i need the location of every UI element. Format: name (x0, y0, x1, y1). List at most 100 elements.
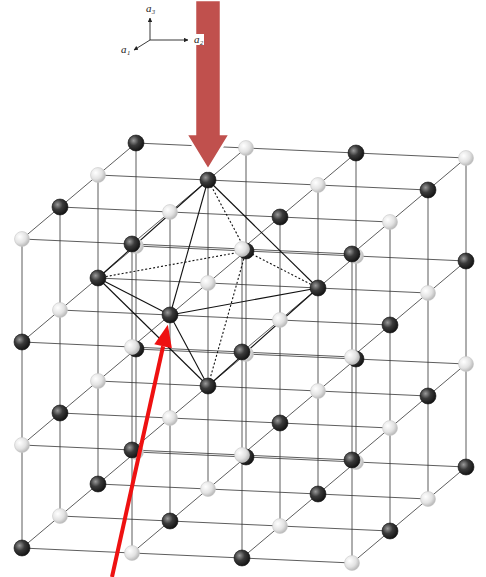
lattice-line (60, 207, 61, 516)
octahedron-edge (98, 251, 246, 278)
dark-ion (458, 253, 474, 269)
lattice-line (22, 239, 352, 254)
lattice-line (22, 548, 352, 563)
light-ion (201, 276, 216, 291)
octahedron-edge (246, 251, 318, 288)
light-ion (383, 421, 398, 436)
lattice-line (22, 349, 136, 445)
light-ion (125, 340, 140, 355)
light-ion (91, 374, 106, 389)
dark-ion (234, 550, 250, 566)
dark-ion (90, 270, 106, 286)
lattice-line (60, 516, 390, 531)
dark-ion (14, 334, 30, 350)
lattice-line (390, 222, 391, 531)
light-ion (311, 178, 326, 193)
dark-ion (344, 452, 360, 468)
light-ion (421, 286, 436, 301)
light-ion (235, 448, 250, 463)
dark-ion (310, 486, 326, 502)
lattice-line (246, 148, 247, 457)
dark-ion (272, 209, 288, 225)
octahedron-edge (208, 180, 246, 251)
lattice-line (132, 251, 246, 347)
axis-label: a₂ (193, 34, 204, 45)
lattice-line (22, 143, 136, 239)
lattice-line (466, 158, 467, 467)
octahedron-edge (208, 251, 246, 386)
light-ion (235, 242, 250, 257)
lattice-line (98, 484, 428, 499)
dark-ion (14, 540, 30, 556)
lattice-line (352, 254, 353, 563)
lattice-line (22, 452, 136, 548)
dark-ion (162, 307, 178, 323)
light-ion (15, 438, 30, 453)
light-ion (311, 384, 326, 399)
dark-ion (234, 344, 250, 360)
dark-ion (128, 135, 144, 151)
light-ion (201, 482, 216, 497)
light-ion (163, 205, 178, 220)
lattice-line (136, 143, 466, 158)
light-ion (53, 303, 68, 318)
octahedron-edge (170, 180, 208, 315)
axis-arrow (150, 40, 188, 41)
lattice-line (352, 158, 466, 254)
light-ion (421, 492, 436, 507)
pointer-arrow (186, 0, 230, 170)
lattice-line (136, 452, 466, 467)
dark-ion (200, 172, 216, 188)
lattice-line (352, 467, 466, 563)
lattice-line (170, 212, 171, 521)
octahedron-edge (208, 288, 318, 386)
octahedron-edge (98, 180, 208, 278)
dark-ion (420, 388, 436, 404)
dark-ion (90, 476, 106, 492)
lattice-line (242, 249, 243, 558)
light-ion (345, 350, 360, 365)
octahedron-edge (170, 288, 318, 315)
axis-arrow (134, 40, 150, 50)
lattice-line (60, 413, 390, 428)
light-ion (91, 168, 106, 183)
lattice-line (132, 148, 246, 244)
lattice-line (98, 175, 99, 484)
lattice-line (428, 190, 429, 499)
lattice-line (22, 239, 23, 548)
lattice-line (208, 180, 209, 489)
lattice-line (22, 246, 136, 342)
dark-ion (162, 513, 178, 529)
octahedron-edge (170, 315, 208, 386)
light-ion (345, 556, 360, 571)
dark-ion (272, 415, 288, 431)
light-ion (125, 546, 140, 561)
arrow-head (154, 325, 172, 348)
light-ion (383, 215, 398, 230)
lattice-line (352, 364, 466, 460)
dark-ion (52, 199, 68, 215)
lattice-line (318, 185, 319, 494)
dark-ion (382, 317, 398, 333)
lattice-line (242, 153, 356, 249)
lattice-line (22, 342, 352, 357)
lattice-line (60, 310, 390, 325)
lattice-line (98, 381, 428, 396)
lattice-line (60, 207, 390, 222)
lattice-line (242, 462, 356, 558)
octahedron-edge (98, 278, 208, 386)
light-ion (459, 357, 474, 372)
dark-ion (200, 378, 216, 394)
axis-arrow (150, 18, 151, 40)
dark-ion (348, 145, 364, 161)
dark-ion (124, 236, 140, 252)
lattice-line (132, 457, 246, 553)
lattice-line (242, 359, 356, 455)
light-ion (273, 519, 288, 534)
lattice-line (280, 217, 281, 526)
lattice-line (356, 153, 357, 462)
light-ion (15, 232, 30, 247)
lattice-line (352, 261, 466, 357)
